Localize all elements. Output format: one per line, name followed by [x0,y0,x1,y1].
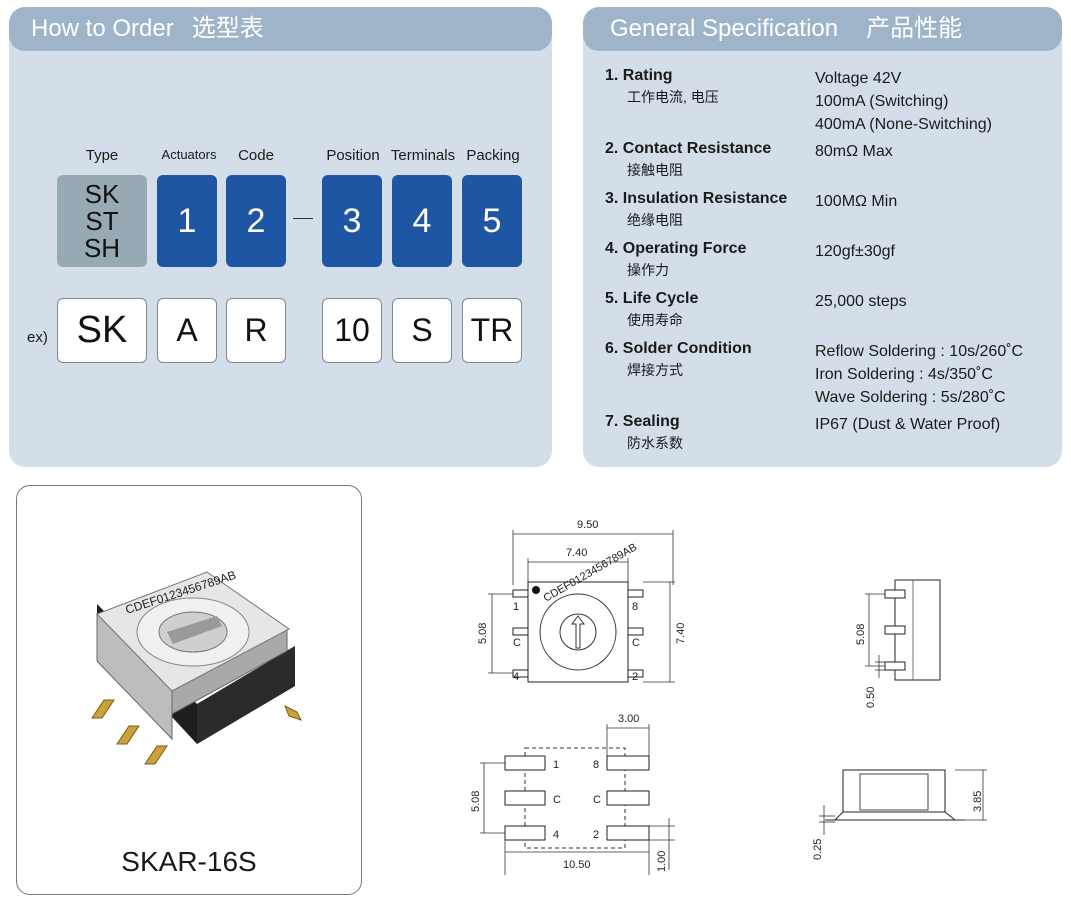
example-packing: TR [462,298,522,363]
dim-height-7-40: 7.40 [675,623,687,644]
spec-name-cn: 焊接方式 [627,362,683,378]
code-box-3: 3 [322,175,382,267]
code-box-5: 5 [462,175,522,267]
product-photo-card: CDEF0123456789AB SKAR-16S [16,485,362,895]
fp-pin-4: 4 [553,829,559,841]
label-packing: Packing [466,147,520,164]
spec-title: General Specification [610,15,839,42]
spec-name: 5. Life Cycle [605,290,699,307]
spec-value: Wave Soldering : 5s/280˚C [815,389,1006,406]
example-actuator: A [157,298,217,363]
pin-label-2: 2 [632,671,638,683]
type-option-st: ST [85,205,119,236]
spec-value: 25,000 steps [815,293,907,310]
product-illustration: CDEF0123456789AB [91,568,302,765]
pin-label-4: 4 [513,671,519,683]
how-to-order-panel: How to Order 选型表 Type Actuators Code Posi… [9,7,552,467]
spec-value: 400mA (None-Switching) [815,116,992,133]
type-option-sk: SK [84,178,120,209]
spec-header: General Specification 产品性能 [583,7,1062,51]
spec-name-cn: 接触电阻 [627,162,683,178]
spec-value: 120gf±30gf [815,243,895,260]
how-to-order-title: How to Order [31,15,174,42]
label-position: Position [326,147,380,164]
front-dim-3-85: 3.85 [972,791,984,812]
dim-width-9-50: 9.50 [577,519,598,531]
type-option-sh: SH [83,232,121,263]
example-prefix: ex) [27,329,48,346]
separator-dash [293,218,313,219]
spec-name: 1. Rating [605,67,673,84]
dim-width-7-40: 7.40 [566,547,587,559]
code-box-4: 4 [392,175,452,267]
spec-value: IP67 (Dust & Water Proof) [815,416,1001,433]
front-view-drawing: 3.85 0.25 [812,769,987,860]
fp-dim-3-00: 3.00 [618,713,639,725]
spec-name: 2. Contact Resistance [605,140,772,157]
fp-pin-1: 1 [553,759,559,771]
spec-name: 7. Sealing [605,413,680,430]
fp-dim-10-50: 10.50 [563,859,591,871]
pin-label-8: 8 [632,601,638,613]
top-view-drawing: 9.50 7.40 CDEF0123456789AB 1 C 4 8 C 2 5… [477,519,687,683]
code-box-1: 1 [157,175,217,267]
fp-pin-c-left: C [553,794,561,806]
label-type: Type [85,147,119,164]
spec-value: 100MΩ Min [815,193,898,210]
fp-pin-8: 8 [593,759,599,771]
spec-value: 100mA (Switching) [815,93,949,110]
side-dim-0-50: 0.50 [865,687,877,708]
fp-pin-c-right: C [593,794,601,806]
spec-value: Voltage 42V [815,70,902,87]
spec-value: Reflow Soldering : 10s/260˚C [815,343,1024,360]
example-type: SK [57,298,147,363]
type-box: SK ST SH [57,175,147,267]
spec-name: 3. Insulation Resistance [605,190,788,207]
spec-value: Iron Soldering : 4s/350˚C [815,366,993,383]
side-dim-5-08: 5.08 [855,624,867,645]
spec-name: 4. Operating Force [605,240,747,257]
spec-name-cn: 使用寿命 [627,312,683,328]
spec-name: 6. Solder Condition [605,340,752,357]
label-terminals: Terminals [390,147,456,164]
side-view-drawing: 5.08 0.50 [855,579,941,708]
example-terminals: S [392,298,452,363]
spec-name-cn: 操作力 [627,262,669,278]
fp-dim-5-08: 5.08 [470,791,482,812]
spec-value: 80mΩ Max [815,143,893,160]
how-to-order-title-cn: 选型表 [191,15,264,42]
general-specification-panel: General Specification 产品性能 1. Rating 工作电流,… [583,7,1062,467]
label-actuators: Actuators [161,147,217,162]
code-box-2: 2 [226,175,286,267]
label-code: Code [238,147,274,164]
spec-name-cn: 防水系数 [627,435,683,451]
fp-dim-1-00: 1.00 [656,851,668,872]
example-position: 10 [322,298,382,363]
spec-name-cn: 工作电流, 电压 [627,89,719,105]
pin-label-c-left: C [513,637,521,649]
front-dim-0-25: 0.25 [812,839,824,860]
example-code: R [226,298,286,363]
pin-label-c-right: C [632,637,640,649]
spec-name-cn: 绝缘电阻 [627,212,683,228]
dim-pitch-5-08: 5.08 [477,623,489,644]
footprint-drawing: 1 C 4 8 C 2 3.00 5.08 10.50 1.00 [470,713,675,875]
pin-label-1: 1 [513,601,519,613]
fp-pin-2: 2 [593,829,599,841]
product-caption: SKAR-16S [121,846,257,877]
how-to-order-header: How to Order 选型表 [9,7,552,51]
spec-title-cn: 产品性能 [866,15,963,42]
